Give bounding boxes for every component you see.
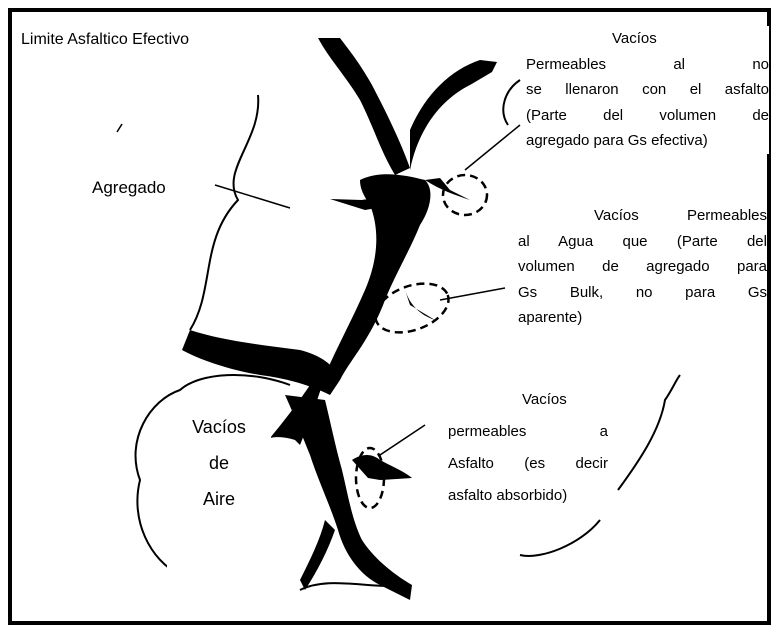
label-line: se llenaron con el asfalto	[526, 77, 769, 103]
label-agregado: Agregado	[92, 176, 166, 200]
label-line: Vacíos	[448, 384, 608, 416]
label-line: asfalto absorbido)	[448, 480, 608, 512]
label-line: (Parte del volumen de	[526, 103, 769, 129]
scan-mark	[117, 124, 122, 132]
label-line: Gs Bulk, no para Gs	[518, 280, 767, 306]
label-line: aparente)	[518, 305, 767, 331]
leader-asfalto	[380, 425, 425, 455]
label-line: Vacíos Permeables	[518, 203, 767, 229]
label-vacios-aire: Vacíos de Aire	[167, 405, 271, 584]
aggregate-outline-top	[190, 95, 258, 330]
aggregate-outline-right-bottom	[520, 520, 600, 556]
highlight-no-llenados	[443, 175, 487, 215]
leader-agua	[440, 288, 505, 300]
label-vacios-agua: Vacíos Permeables al Agua que (Parte del…	[518, 203, 767, 331]
aggregate-outline-top-right	[503, 80, 520, 125]
page-title: Limite Asfaltico Efectivo	[21, 28, 249, 52]
label-line: Permeables al no	[526, 52, 769, 78]
label-line: Vacíos	[526, 26, 769, 52]
label-vacios-aire-line: de	[167, 445, 271, 481]
label-vacios-aire-line: Aire	[167, 481, 271, 517]
aggregate-outline-right	[618, 375, 680, 490]
leader-agregado	[215, 185, 290, 208]
leader-no-llenados	[465, 125, 520, 170]
label-line: volumen de agregado para	[518, 254, 767, 280]
label-vacios-no-llenados: Vacíos Permeables al no se llenaron con …	[526, 26, 769, 154]
label-line: al Agua que (Parte del	[518, 229, 767, 255]
label-line: Asfalto (es decir	[448, 448, 608, 480]
label-line: agregado para Gs efectiva)	[526, 128, 769, 154]
label-vacios-asfalto: Vacíos permeables a Asfalto (es decir as…	[448, 384, 608, 512]
label-vacios-aire-line: Vacíos	[167, 409, 271, 445]
label-line: permeables a	[448, 416, 608, 448]
